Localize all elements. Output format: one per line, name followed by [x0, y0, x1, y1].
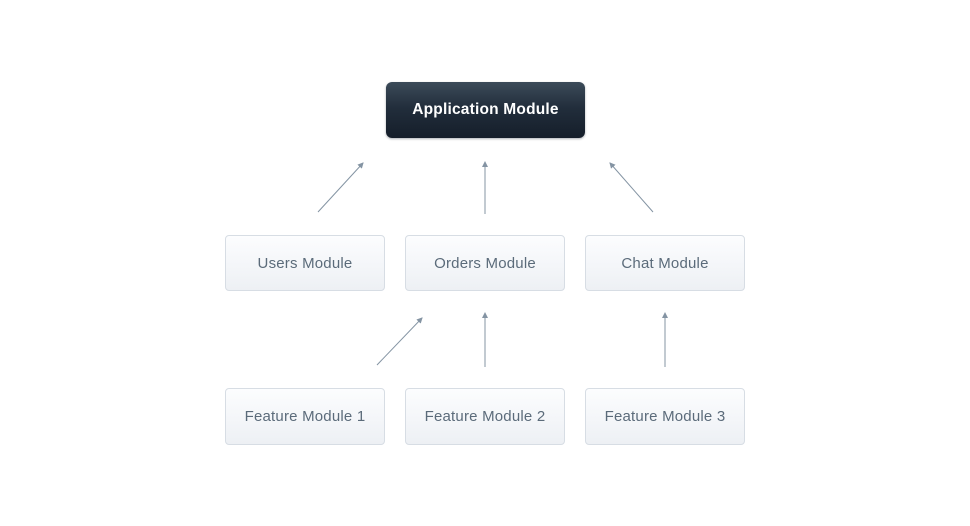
node-label: Chat Module — [621, 254, 709, 272]
edge-feature1-to-orders — [376, 317, 423, 366]
node-label: Feature Module 1 — [244, 408, 366, 425]
node-feature-module-1: Feature Module 1 — [225, 388, 385, 445]
node-feature-module-2: Feature Module 2 — [405, 388, 565, 445]
node-label: Feature Module 3 — [604, 408, 726, 425]
edge-users-to-app — [317, 162, 364, 213]
node-chat-module: Chat Module — [585, 235, 745, 291]
node-label: Users Module — [257, 254, 353, 272]
node-label: Orders Module — [434, 254, 536, 272]
node-orders-module: Orders Module — [405, 235, 565, 291]
node-feature-module-3: Feature Module 3 — [585, 388, 745, 445]
node-label: Application Module — [412, 101, 559, 118]
node-users-module: Users Module — [225, 235, 385, 291]
node-label: Feature Module 2 — [424, 408, 546, 425]
edge-chat-to-app — [609, 162, 654, 213]
node-application-module: Application Module — [386, 82, 585, 138]
